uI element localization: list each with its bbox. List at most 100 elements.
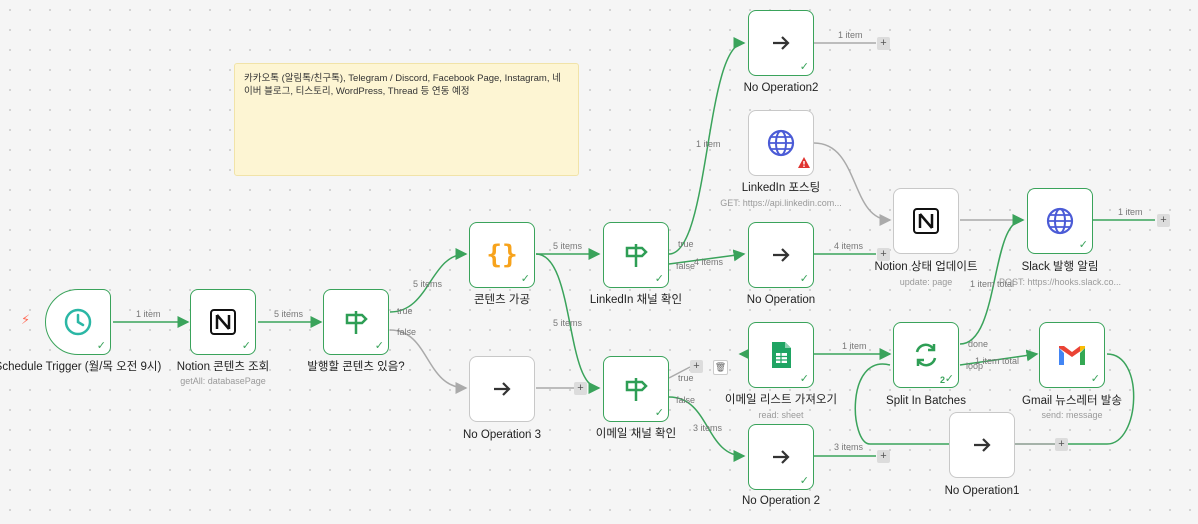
- edge-count-label: 5 items: [553, 241, 583, 251]
- edge-count-label: 4 items: [834, 241, 864, 251]
- split-batches-node[interactable]: 2 ✓: [893, 322, 959, 388]
- add-node-button[interactable]: +: [1055, 438, 1068, 451]
- notion-update-node[interactable]: [893, 188, 959, 254]
- loop-output-label: loop: [966, 361, 984, 371]
- notion-icon: [209, 308, 237, 336]
- warning-icon: [798, 155, 810, 173]
- has-content-if-node[interactable]: ✓: [323, 289, 389, 355]
- noop1-label: No Operation1: [944, 485, 1020, 497]
- refresh-icon: [912, 341, 940, 369]
- globe-icon: [1045, 206, 1075, 236]
- gmail-icon: [1057, 343, 1087, 367]
- success-check-icon: ✓: [799, 61, 809, 73]
- google-sheets-icon: [770, 341, 792, 369]
- noop3-node[interactable]: [469, 356, 535, 422]
- google-sheet-node[interactable]: ✓: [748, 322, 814, 388]
- success-check-icon: ✓: [944, 373, 954, 385]
- add-node-button[interactable]: +: [877, 248, 890, 261]
- process-content-node[interactable]: {} ✓: [469, 222, 535, 288]
- notion-update-label: Notion 상태 업데이트: [874, 261, 978, 273]
- true-output-label: true: [678, 239, 694, 249]
- edge-count-label: 1 item: [838, 30, 863, 40]
- arrow-right-icon: [770, 446, 792, 468]
- edge-count-label: 1 item: [696, 139, 721, 149]
- globe-icon: [766, 128, 796, 158]
- noop1-node[interactable]: [949, 412, 1015, 478]
- success-check-icon: ✓: [96, 340, 106, 352]
- notion-fetch-node[interactable]: ✓: [190, 289, 256, 355]
- schedule-trigger-label: Schedule Trigger (월/목 오전 9시): [0, 361, 162, 373]
- edge-count-label: 4 items: [694, 257, 724, 267]
- noop2a-node[interactable]: ✓: [748, 10, 814, 76]
- notion-fetch-label: Notion 콘텐츠 조회: [176, 361, 270, 373]
- noop2a-label: No Operation2: [743, 82, 819, 94]
- edge-count-label: 1 item: [1118, 207, 1143, 217]
- add-node-button[interactable]: +: [1157, 214, 1170, 227]
- gmail-send-label: Gmail 뉴스레터 발송: [1022, 395, 1122, 407]
- success-check-icon: ✓: [799, 475, 809, 487]
- arrow-right-icon: [770, 32, 792, 54]
- edge-count-label: 5 items: [553, 318, 583, 328]
- true-output-label: true: [397, 306, 413, 316]
- slack-notify-subtitle: POST: https://hooks.slack.co...: [998, 277, 1122, 287]
- notion-update-subtitle: update: page: [899, 277, 953, 287]
- success-check-icon: ✓: [799, 273, 809, 285]
- signpost-icon: [621, 240, 651, 270]
- email-check-node[interactable]: ✓: [603, 356, 669, 422]
- google-sheet-subtitle: read: sheet: [758, 410, 804, 420]
- success-check-icon: ✓: [654, 273, 664, 285]
- linkedin-check-label: LinkedIn 채널 확인: [589, 294, 683, 306]
- success-check-icon: ✓: [1078, 239, 1088, 251]
- trigger-bolt-icon: ⚡: [21, 312, 31, 327]
- gmail-send-node[interactable]: ✓: [1039, 322, 1105, 388]
- noop3-label: No Operation 3: [463, 429, 541, 441]
- process-content-label: 콘텐츠 가공: [473, 294, 531, 306]
- email-check-label: 이메일 채널 확인: [595, 428, 677, 440]
- trash-icon[interactable]: 🗑: [713, 360, 728, 375]
- edge-count-label: 3 items: [693, 423, 723, 433]
- add-node-button[interactable]: +: [877, 37, 890, 50]
- clock-icon: [63, 307, 93, 337]
- edge-count-label: 1 item total: [970, 279, 1015, 289]
- arrow-right-icon: [971, 434, 993, 456]
- linkedin-post-label: LinkedIn 포스팅: [741, 182, 821, 194]
- sticky-note-text: 카카오톡 (알림톡/친구톡), Telegram / Discord, Face…: [244, 73, 561, 97]
- arrow-right-icon: [770, 244, 792, 266]
- has-content-label: 발행할 콘텐츠 있음?: [307, 361, 405, 373]
- linkedin-check-node[interactable]: ✓: [603, 222, 669, 288]
- edge-count-label: 1 item: [842, 341, 867, 351]
- edge-count-label: 5 items: [274, 309, 304, 319]
- noop-label: No Operation: [746, 294, 816, 306]
- signpost-icon: [341, 307, 371, 337]
- code-braces-icon: {}: [486, 240, 518, 270]
- linkedin-post-node[interactable]: [748, 110, 814, 176]
- linkedin-post-subtitle: GET: https://api.linkedin.com...: [720, 198, 842, 208]
- gmail-send-subtitle: send: message: [1041, 410, 1103, 420]
- run-count: 2: [939, 375, 945, 385]
- notion-fetch-subtitle: getAll: databasePage: [180, 376, 266, 386]
- edge-count-label: 3 items: [834, 442, 864, 452]
- edge-count-label: 1 item: [136, 309, 161, 319]
- noop-node[interactable]: ✓: [748, 222, 814, 288]
- false-output-label: false: [397, 327, 417, 337]
- true-output-label: true: [678, 373, 694, 383]
- add-node-button[interactable]: +: [690, 360, 703, 373]
- noop2b-node[interactable]: ✓: [748, 424, 814, 490]
- schedule-trigger-node[interactable]: ✓: [45, 289, 111, 355]
- add-node-button[interactable]: +: [877, 450, 890, 463]
- noop2b-label: No Operation 2: [742, 495, 820, 507]
- edge-count-label: 1 item total: [975, 356, 1020, 366]
- false-output-label: false: [676, 261, 696, 271]
- arrow-right-icon: [491, 378, 513, 400]
- edge-count-label: 5 items: [413, 279, 443, 289]
- add-node-button[interactable]: +: [574, 382, 587, 395]
- success-check-icon: ✓: [654, 407, 664, 419]
- success-check-icon: ✓: [799, 373, 809, 385]
- sticky-note[interactable]: 카카오톡 (알림톡/친구톡), Telegram / Discord, Face…: [234, 63, 579, 176]
- success-check-icon: ✓: [520, 273, 530, 285]
- false-output-label: false: [676, 395, 696, 405]
- split-batches-label: Split In Batches: [886, 395, 966, 407]
- slack-notify-node[interactable]: ✓: [1027, 188, 1093, 254]
- notion-icon: [912, 207, 940, 235]
